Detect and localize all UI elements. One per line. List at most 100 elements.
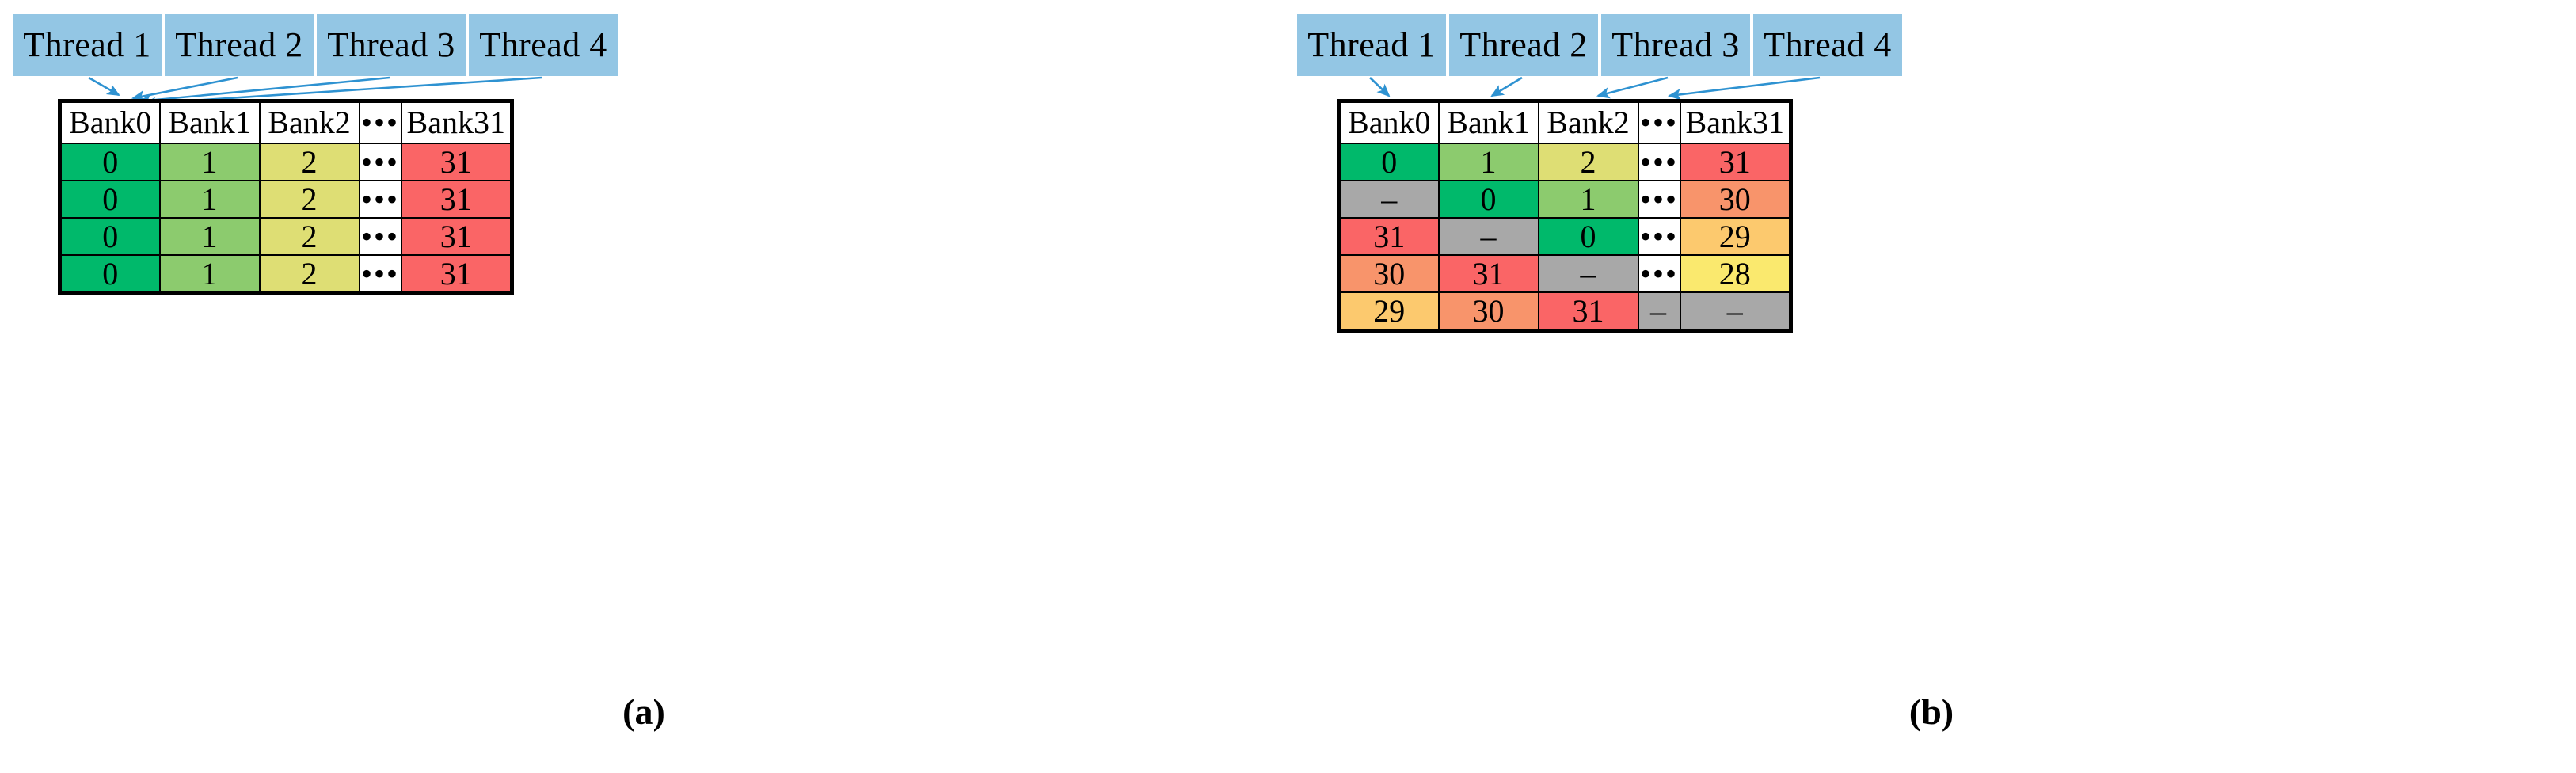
bank-cell: 30 (1679, 180, 1792, 219)
arrow-thread-3-a (137, 76, 390, 106)
bank-cell: 0 (59, 180, 161, 219)
bank-cell: 31 (400, 143, 513, 181)
bank-cell: 31 (1337, 217, 1440, 256)
bank-header-ellipsis: ••• (1637, 100, 1681, 144)
bank-cell: 0 (59, 217, 161, 256)
bank-cell: – (1437, 217, 1539, 256)
table-row: 30 31 – ••• 28 (1337, 254, 1792, 293)
thread-box-label: Thread 3 (1611, 25, 1740, 64)
thread-box-row-a: Thread 1 Thread 2 Thread 3 Thread 4 (0, 14, 1288, 76)
bank-cell: 1 (158, 143, 261, 181)
arrow-thread-4-b (1667, 76, 1821, 101)
table-row: 0 1 2 ••• 31 (59, 254, 513, 295)
bank-cell-ellipsis: ••• (358, 180, 402, 219)
arrow-thread-2-b (1490, 76, 1523, 97)
thread-box-4-a[interactable]: Thread 4 (469, 14, 618, 76)
thread-box-2-a[interactable]: Thread 2 (165, 14, 314, 76)
thread-box-label: Thread 4 (479, 25, 607, 64)
thread-box-2-b[interactable]: Thread 2 (1449, 14, 1598, 76)
thread-box-3-b[interactable]: Thread 3 (1601, 14, 1750, 76)
arrow-thread-2-a (131, 76, 238, 102)
bank-cell-ellipsis: ••• (1637, 217, 1681, 256)
bank-cell: 0 (59, 143, 161, 181)
bank-cell: 2 (1537, 143, 1639, 181)
bank-cell: 31 (1537, 291, 1639, 332)
bank-cell: 1 (1437, 143, 1539, 181)
thread-box-4-b[interactable]: Thread 4 (1753, 14, 1902, 76)
bank-table-header-row: Bank0 Bank1 Bank2 ••• Bank31 (1337, 100, 1792, 144)
thread-box-label: Thread 4 (1764, 25, 1892, 64)
panel-a: Thread 1 Thread 2 Thread 3 Thread 4 (0, 14, 1288, 732)
bank-table-b: Bank0 Bank1 Bank2 ••• Bank31 0 1 2 ••• 3… (1337, 99, 1793, 333)
bank-cell: 30 (1437, 291, 1539, 332)
bank-table-wrap-a: Bank0 Bank1 Bank2 ••• Bank31 0 1 2 ••• 3… (58, 99, 514, 295)
panel-caption-a: (a) (622, 691, 665, 732)
thread-box-1-b[interactable]: Thread 1 (1297, 14, 1446, 76)
bank-cell: 29 (1337, 291, 1440, 332)
bank-cell: 31 (400, 254, 513, 295)
bank-cell: – (1337, 180, 1440, 219)
bank-cell: 30 (1337, 254, 1440, 293)
thread-box-label: Thread 1 (23, 25, 151, 64)
bank-cell: 2 (258, 143, 360, 181)
table-row: 29 30 31 – – (1337, 291, 1792, 332)
bank-cell: 2 (258, 217, 360, 256)
panel-caption-b: (b) (1908, 691, 1954, 732)
bank-header-31: Bank31 (400, 100, 513, 144)
bank-cell: 1 (158, 180, 261, 219)
arrow-thread-3-b (1596, 76, 1669, 99)
bank-header-0: Bank0 (59, 100, 161, 144)
thread-box-row-b: Thread 1 Thread 2 Thread 3 Thread 4 (1288, 14, 2575, 76)
panel-b: Thread 1 Thread 2 Thread 3 Thread 4 (1288, 0, 2575, 773)
bank-cell: 0 (1537, 217, 1639, 256)
bank-header-1: Bank1 (1437, 100, 1539, 144)
bank-cell: 29 (1679, 217, 1792, 256)
bank-cell: 31 (400, 180, 513, 219)
bank-header-2: Bank2 (258, 100, 360, 144)
bank-header-0: Bank0 (1337, 100, 1440, 144)
bank-cell: – (1679, 291, 1792, 332)
bank-table-body-a: 0 1 2 ••• 31 0 1 2 ••• 31 0 (59, 143, 513, 295)
bank-table-body-b: 0 1 2 ••• 31 – 0 1 ••• 30 31 (1337, 143, 1792, 332)
bank-cell: 2 (258, 254, 360, 295)
bank-header-ellipsis: ••• (358, 100, 402, 144)
thread-box-label: Thread 1 (1307, 25, 1436, 64)
bank-cell: 2 (258, 180, 360, 219)
bank-table-wrap-b: Bank0 Bank1 Bank2 ••• Bank31 0 1 2 ••• 3… (1337, 99, 1793, 333)
bank-cell: 1 (158, 254, 261, 295)
bank-cell: 0 (59, 254, 161, 295)
bank-table-header-row: Bank0 Bank1 Bank2 ••• Bank31 (59, 100, 513, 144)
bank-table-a: Bank0 Bank1 Bank2 ••• Bank31 0 1 2 ••• 3… (58, 99, 514, 295)
bank-cell: 31 (1679, 143, 1792, 181)
thread-box-3-a[interactable]: Thread 3 (317, 14, 466, 76)
bank-cell-ellipsis: ••• (358, 217, 402, 256)
thread-box-1-a[interactable]: Thread 1 (13, 14, 162, 76)
bank-header-1: Bank1 (158, 100, 261, 144)
bank-cell-ellipsis: ••• (1637, 143, 1681, 181)
arrow-thread-1-a (88, 76, 120, 97)
bank-cell: 1 (158, 217, 261, 256)
bank-cell: – (1537, 254, 1639, 293)
bank-cell: 31 (400, 217, 513, 256)
table-row: – 0 1 ••• 30 (1337, 180, 1792, 219)
bank-header-2: Bank2 (1537, 100, 1639, 144)
table-row: 0 1 2 ••• 31 (59, 217, 513, 256)
bank-header-31: Bank31 (1679, 100, 1792, 144)
thread-box-label: Thread 3 (327, 25, 455, 64)
bank-cell-ellipsis: ••• (1637, 254, 1681, 293)
table-row: 0 1 2 ••• 31 (59, 143, 513, 181)
bank-cell: 1 (1537, 180, 1639, 219)
bank-cell: 31 (1437, 254, 1539, 293)
thread-box-label: Thread 2 (1459, 25, 1588, 64)
arrow-thread-1-b (1369, 77, 1391, 97)
bank-cell: 0 (1337, 143, 1440, 181)
bank-cell: 0 (1437, 180, 1539, 219)
bank-cell-ellipsis: ••• (1637, 180, 1681, 219)
bank-cell: 28 (1679, 254, 1792, 293)
table-row: 0 1 2 ••• 31 (1337, 143, 1792, 181)
bank-cell-ellipsis: ••• (358, 143, 402, 181)
table-row: 0 1 2 ••• 31 (59, 180, 513, 219)
bank-cell-ellipsis: – (1637, 291, 1681, 332)
bank-cell-ellipsis: ••• (358, 254, 402, 295)
